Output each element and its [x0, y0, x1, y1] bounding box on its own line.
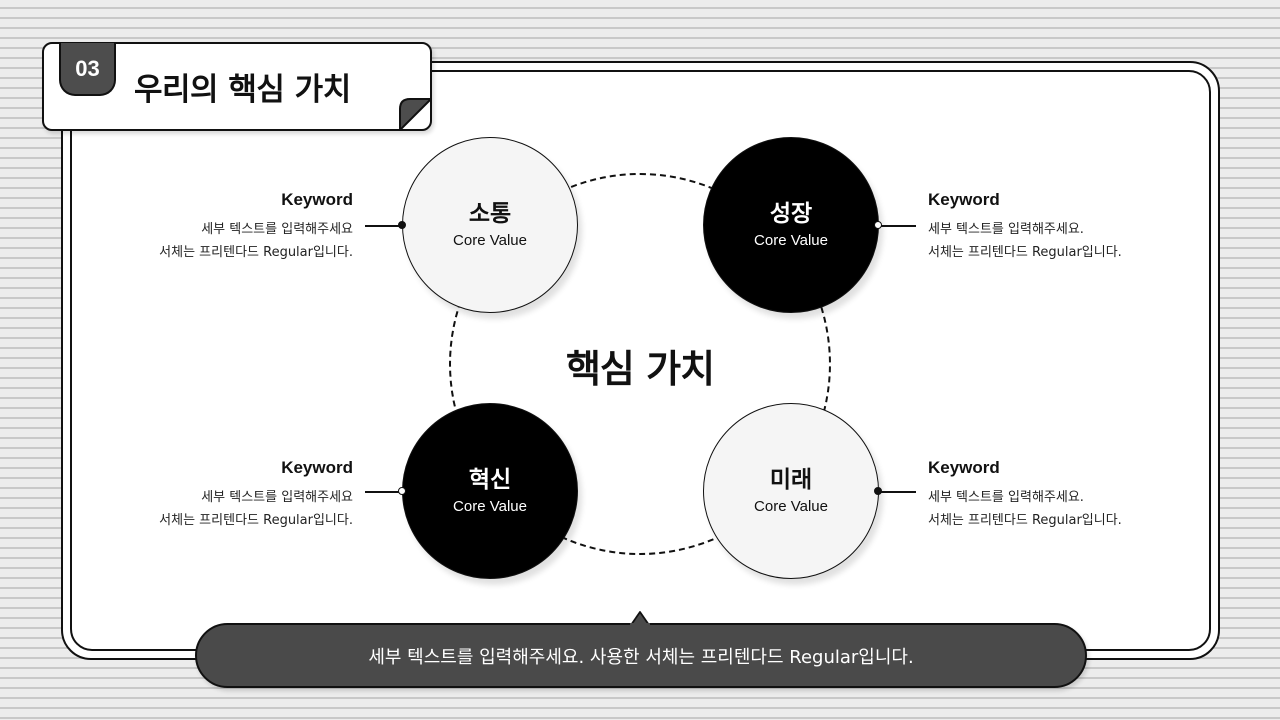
- connector-dot-icon: [874, 221, 882, 229]
- description-line: 서체는 프리텐다드 Regular입니다.: [928, 513, 1122, 528]
- center-label: 핵심 가치: [565, 347, 715, 391]
- section-number-badge: 03: [59, 43, 116, 96]
- connector-dot-icon: [874, 487, 882, 495]
- connector-line: [878, 225, 916, 227]
- connector-line: [365, 225, 403, 227]
- pill-pointer-icon: [630, 611, 650, 625]
- keyword-label: Keyword: [928, 458, 1000, 477]
- connector-dot-icon: [398, 221, 406, 229]
- node-title: 미래: [769, 466, 813, 493]
- node-subtitle: Core Value: [453, 498, 527, 516]
- value-node-growth: 성장 Core Value: [703, 137, 879, 313]
- folded-corner-icon: [399, 98, 432, 131]
- connector-dot-icon: [398, 487, 406, 495]
- keyword-label: Keyword: [928, 190, 1000, 209]
- description-line: 세부 텍스트를 입력해주세요: [201, 490, 353, 505]
- description-line: 세부 텍스트를 입력해주세요: [201, 222, 353, 237]
- value-node-future: 미래 Core Value: [703, 403, 879, 579]
- footer-caption-pill: 세부 텍스트를 입력해주세요. 사용한 서체는 프리텐다드 Regular입니다…: [195, 623, 1087, 688]
- description-line: 서체는 프리텐다드 Regular입니다.: [159, 245, 353, 260]
- node-subtitle: Core Value: [754, 232, 828, 250]
- node-title: 성장: [769, 200, 813, 227]
- node-title: 소통: [468, 200, 512, 227]
- value-node-communication: 소통 Core Value: [402, 137, 578, 313]
- node-subtitle: Core Value: [754, 498, 828, 516]
- page-title: 우리의 핵심 가치: [134, 72, 351, 108]
- value-node-innovation: 혁신 Core Value: [402, 403, 578, 579]
- node-title: 혁신: [468, 466, 512, 493]
- description-growth: Keyword 세부 텍스트를 입력해주세요. 서체는 프리텐다드 Regula…: [928, 190, 1168, 264]
- description-future: Keyword 세부 텍스트를 입력해주세요. 서체는 프리텐다드 Regula…: [928, 458, 1168, 532]
- description-communication: Keyword 세부 텍스트를 입력해주세요 서체는 프리텐다드 Regular…: [113, 190, 353, 264]
- description-innovation: Keyword 세부 텍스트를 입력해주세요 서체는 프리텐다드 Regular…: [113, 458, 353, 532]
- connector-line: [365, 491, 403, 493]
- keyword-label: Keyword: [281, 458, 353, 477]
- node-subtitle: Core Value: [453, 232, 527, 250]
- description-line: 세부 텍스트를 입력해주세요.: [928, 222, 1084, 237]
- connector-line: [878, 491, 916, 493]
- dashed-ring: [449, 173, 831, 555]
- description-line: 세부 텍스트를 입력해주세요.: [928, 490, 1084, 505]
- keyword-label: Keyword: [281, 190, 353, 209]
- description-line: 서체는 프리텐다드 Regular입니다.: [928, 245, 1122, 260]
- description-line: 서체는 프리텐다드 Regular입니다.: [159, 513, 353, 528]
- footer-caption: 세부 텍스트를 입력해주세요. 사용한 서체는 프리텐다드 Regular입니다…: [368, 646, 914, 668]
